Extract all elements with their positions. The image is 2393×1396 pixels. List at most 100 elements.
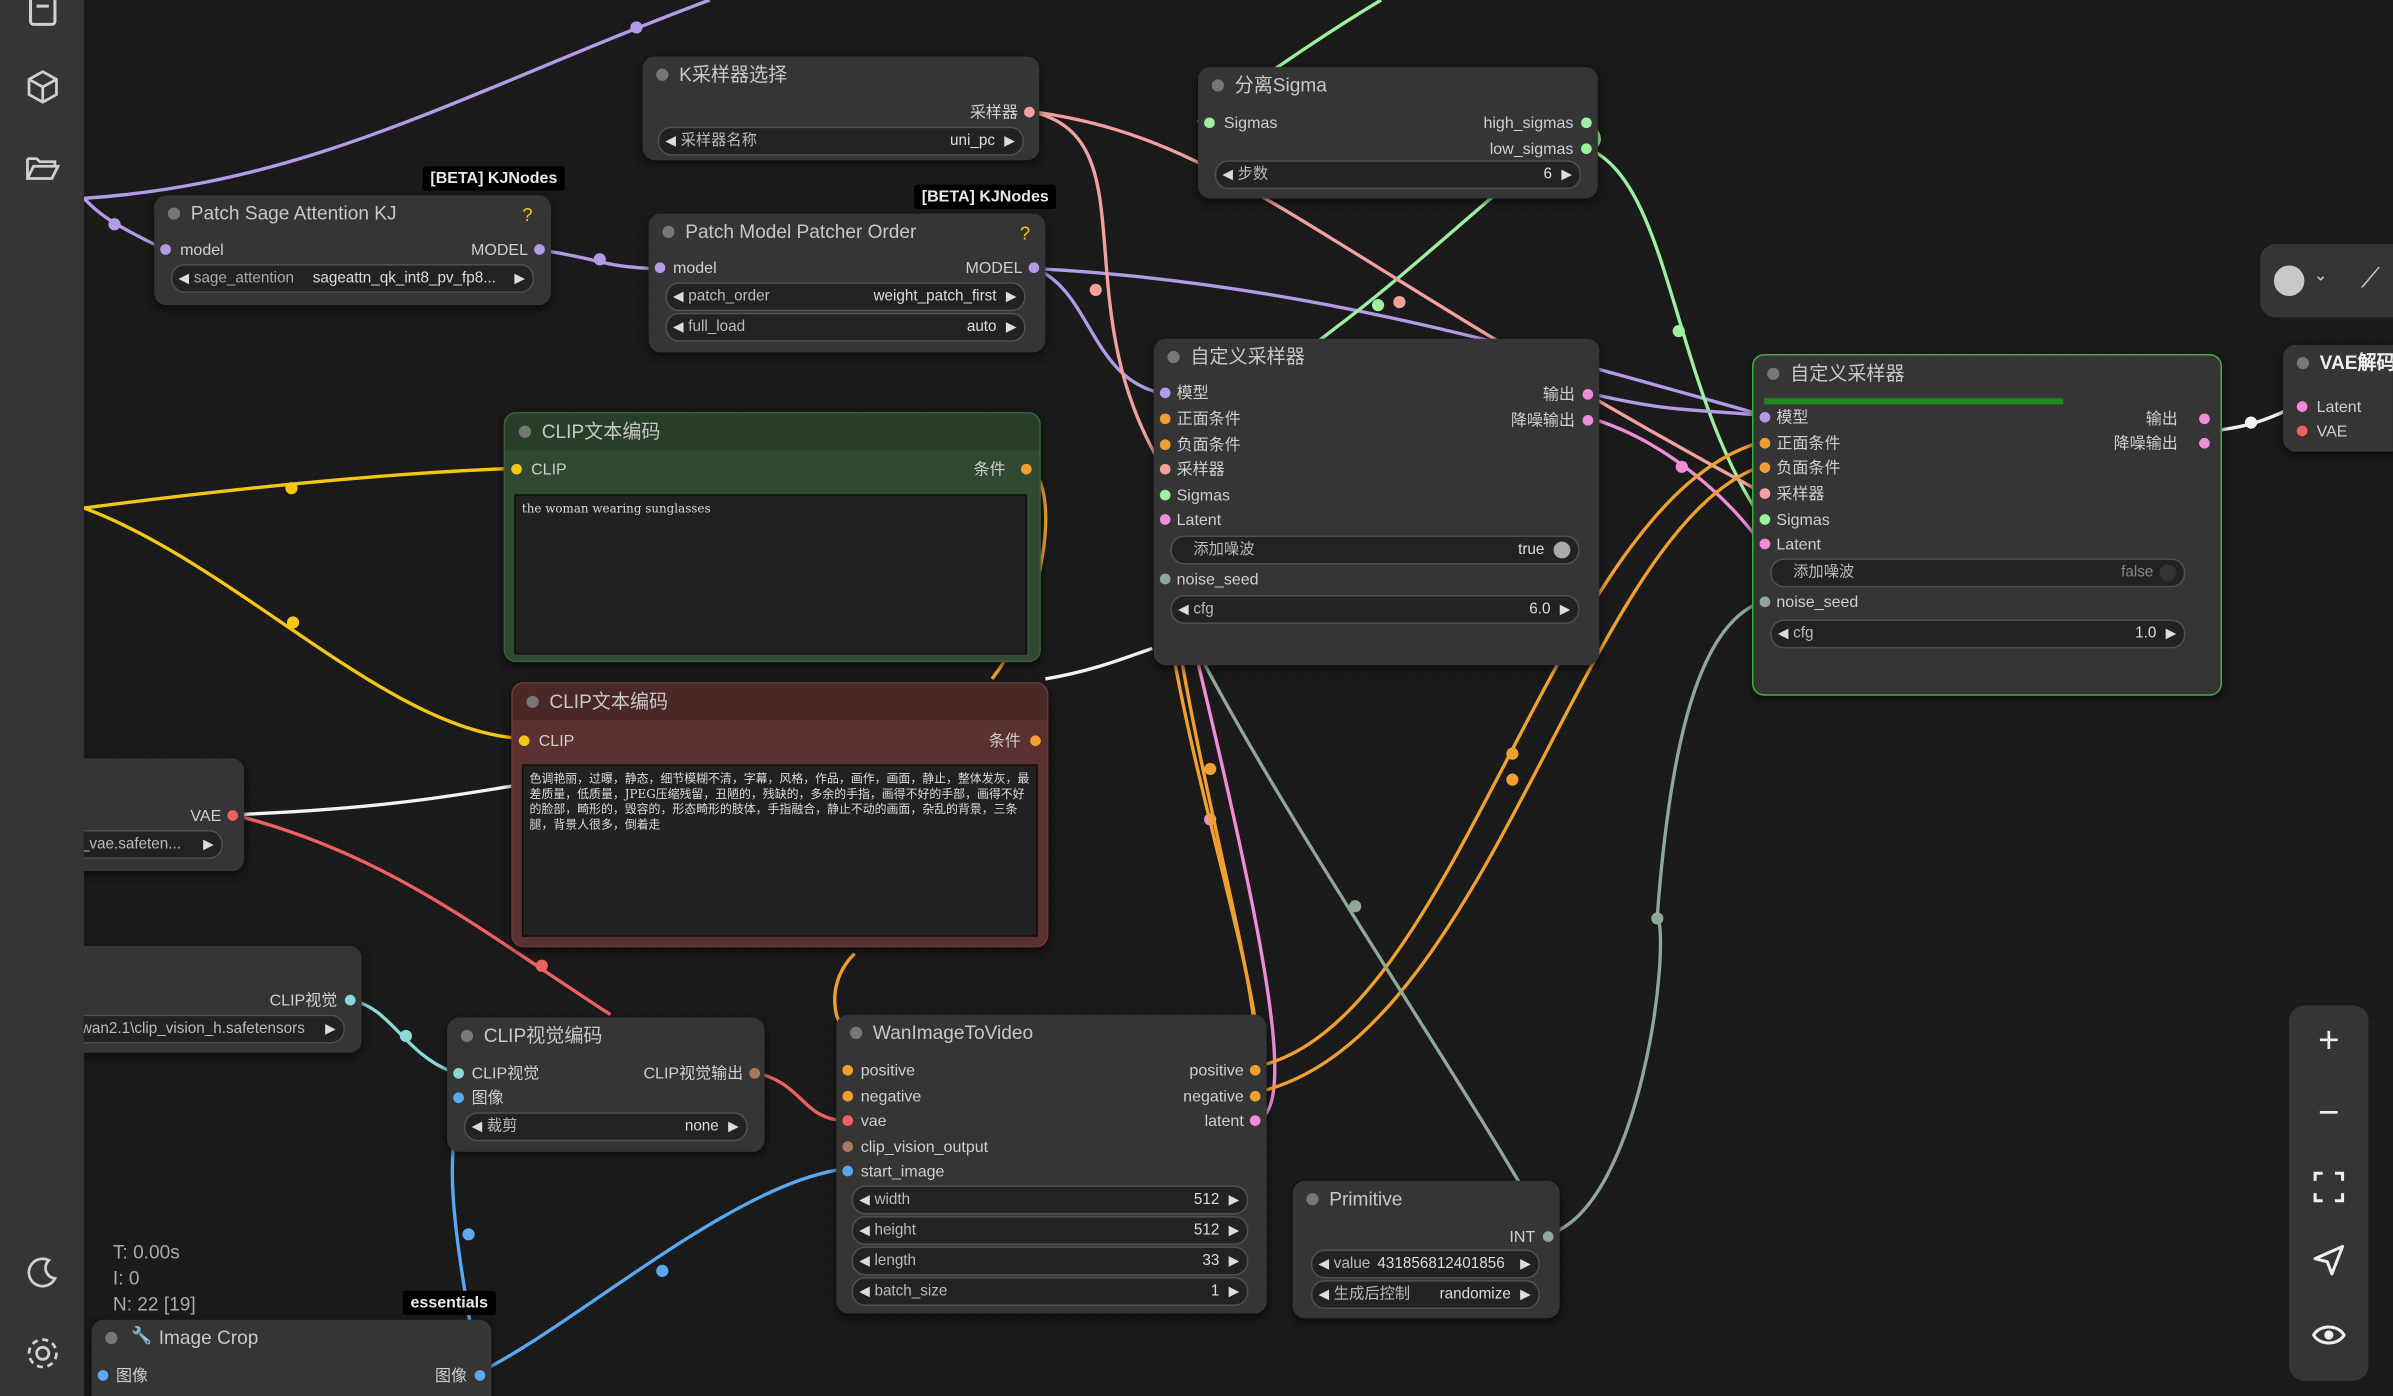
output-slot[interactable] [2199,413,2210,425]
help-icon[interactable]: ? [1019,222,1031,245]
output-slot[interactable] [1249,1090,1261,1102]
document-icon[interactable] [21,0,64,31]
cube-icon[interactable] [21,66,64,109]
input-slot[interactable] [1759,488,1771,499]
gear-icon[interactable] [21,1332,64,1375]
input-slot[interactable] [842,1165,854,1177]
input-slot[interactable] [842,1090,854,1102]
folder-open-icon[interactable] [21,146,64,189]
zoom-in-icon[interactable]: + [2318,1020,2340,1062]
prompt-textarea[interactable]: 色调艳丽，过曝，静态，细节模糊不清，字幕，风格，作品，画作，画面，静止，整体发灰… [521,764,1038,937]
input-slot[interactable] [1759,462,1771,473]
output-slot[interactable] [1024,106,1035,118]
output-slot[interactable] [1249,1115,1261,1126]
input-slot[interactable] [1159,514,1171,525]
prompt-textarea[interactable]: the woman wearing sunglasses [514,494,1028,655]
help-icon[interactable]: ? [522,204,533,226]
wan-image-to-video-node[interactable]: WanImageToVideo positive negative vae cl… [836,1014,1267,1314]
input-slot[interactable] [2296,425,2308,437]
output-slot[interactable] [1582,414,1594,426]
output-slot[interactable] [1249,1064,1261,1076]
output-slot[interactable] [1582,389,1594,400]
output-slot[interactable] [2199,437,2210,449]
input-slot[interactable] [1159,463,1171,475]
output-slot[interactable] [344,994,356,1006]
output-slot[interactable] [534,244,545,255]
fit-view-icon[interactable] [2289,1152,2368,1222]
vae-decode-node[interactable]: VAE解码 Latent VAE [2283,344,2393,452]
output-slot[interactable] [1542,1231,1554,1242]
input-slot[interactable] [842,1064,854,1076]
output-slot[interactable] [749,1067,760,1079]
input-slot[interactable] [654,262,666,274]
eye-icon[interactable] [2289,1300,2368,1370]
output-slot[interactable] [1028,262,1040,274]
clip-vision-loader-node[interactable]: CLIP视觉 wan2.1\clip_vision_h.safetensors▶ [83,945,362,1053]
moon-icon[interactable] [21,1251,64,1294]
input-slot[interactable] [842,1115,854,1126]
input-slot[interactable] [2296,401,2308,412]
clip-text-encode-positive-node[interactable]: CLIP文本编码 CLIP 条件 the woman wearing sungl… [503,411,1041,663]
pen-icon[interactable]: ⟋ [2360,262,2381,293]
split-sigma-node[interactable]: 分离Sigma Sigmas high_sigmas low_sigmas ◀步… [1197,67,1598,199]
image-crop-node[interactable]: Image Crop 🔧 图像 图像 [91,1319,492,1396]
output-slot[interactable] [1581,117,1592,129]
input-slot[interactable] [1759,596,1771,608]
input-slot[interactable] [453,1092,464,1104]
output-slot[interactable] [1581,143,1592,155]
input-slot[interactable] [1204,117,1215,129]
vae-name-combo[interactable]: _vae.safeten...▶ [83,829,223,859]
input-slot[interactable] [518,735,530,747]
input-slot[interactable] [97,1370,109,1381]
input-slot[interactable] [1159,387,1171,399]
input-slot[interactable] [511,463,522,475]
input-slot[interactable] [842,1141,854,1152]
input-slot[interactable] [160,244,171,255]
output-slot[interactable] [1030,735,1041,747]
patch-sage-attention-node[interactable]: Patch Sage Attention KJ ? model MODEL ◀s… [154,195,551,306]
input-slot[interactable] [1159,489,1171,501]
input-slot[interactable] [1759,538,1771,550]
clip-text-encode-negative-node[interactable]: CLIP文本编码 CLIP 条件 色调艳丽，过曝，静态，细节模糊不清，字幕，风格… [511,681,1049,948]
custom-sampler-node[interactable]: 自定义采样器 模型 正面条件 负面条件 采样器 Sigmas Latent 输出… [1153,338,1600,666]
input-slot[interactable] [1759,514,1771,525]
input-slot[interactable] [453,1067,464,1079]
canvas-selection-toolbox[interactable]: ⌄ ⟋ [2260,244,2393,318]
clip-name-combo[interactable]: wan2.1\clip_vision_h.safetensors▶ [83,1014,345,1044]
input-slot[interactable] [1759,437,1771,449]
input-slot[interactable] [1159,573,1171,585]
input-slot[interactable] [1759,411,1771,423]
output-slot[interactable] [227,810,239,821]
custom-sampler-active-node[interactable]: 自定义采样器 模型 正面条件 负面条件 采样器 Sigmas Latent 输出… [1751,353,2223,696]
zoom-out-icon[interactable]: − [2318,1092,2340,1134]
patch-model-patcher-order-node[interactable]: Patch Model Patcher Order ? model MODEL … [648,213,1046,353]
input-slot[interactable] [1159,413,1171,425]
output-slot[interactable] [1020,463,1032,475]
vae-loader-node[interactable]: VAE _vae.safeten...▶ [83,758,245,872]
output-slot[interactable] [474,1370,486,1381]
chevron-down-icon[interactable]: ⌄ [2313,266,2328,286]
color-circle-icon[interactable] [2273,265,2305,296]
send-icon[interactable] [2289,1225,2368,1295]
input-slot[interactable] [1159,439,1171,451]
